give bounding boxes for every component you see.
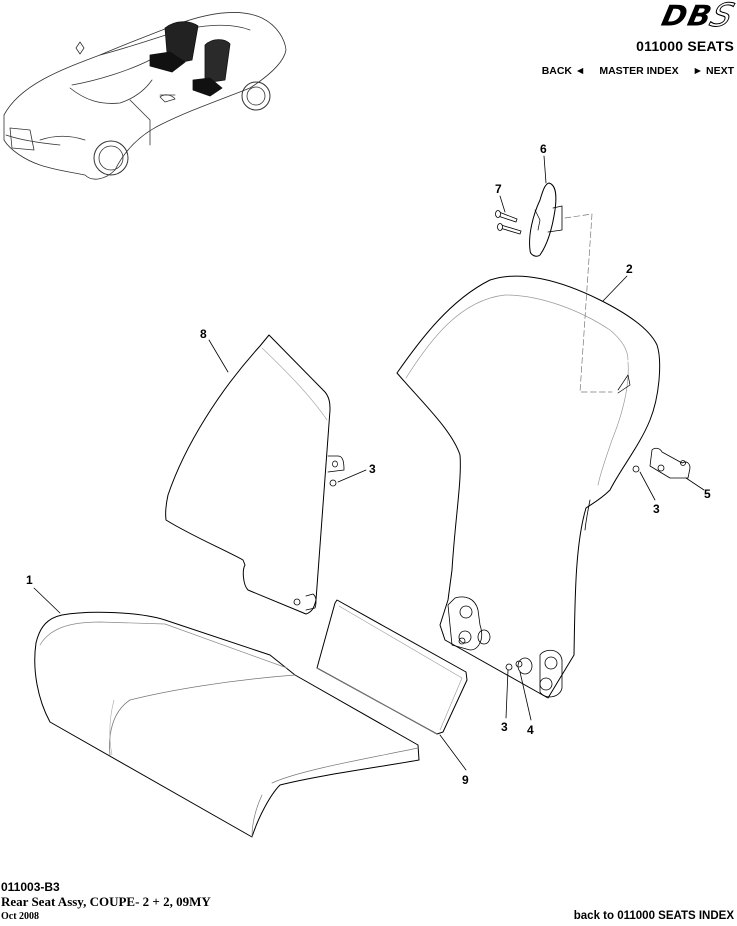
leader-7 xyxy=(499,195,506,213)
master-index-link[interactable]: MASTER INDEX xyxy=(599,65,679,77)
leader-8 xyxy=(208,339,229,373)
callout-3b[interactable]: 3 xyxy=(653,502,660,516)
guide-line xyxy=(564,213,613,393)
diagram-code: 011003-B3 xyxy=(1,880,60,894)
diagram-date: Oct 2008 xyxy=(1,911,40,922)
callout-6[interactable]: 6 xyxy=(540,142,547,156)
leader-2 xyxy=(602,275,628,302)
bracket xyxy=(649,447,691,479)
diagram-description: Rear Seat Assy, COUPE- 2 + 2, 09MY xyxy=(1,894,211,909)
callout-1[interactable]: 1 xyxy=(26,573,33,587)
callout-2[interactable]: 2 xyxy=(626,262,633,276)
bolt xyxy=(632,465,640,473)
back-to-index-link[interactable]: back to 011000 SEATS INDEX xyxy=(573,910,734,922)
callout-3a[interactable]: 3 xyxy=(369,462,376,476)
leader-6 xyxy=(543,155,547,184)
leader-5 xyxy=(685,477,705,491)
callout-8[interactable]: 8 xyxy=(200,327,207,341)
callout-5[interactable]: 5 xyxy=(704,487,711,501)
leader-4 xyxy=(519,671,532,721)
callout-3c[interactable]: 3 xyxy=(501,720,508,734)
seat-cushion xyxy=(34,611,420,838)
side-panel xyxy=(165,334,345,615)
back-link[interactable]: BACK ◄ xyxy=(541,65,586,77)
leader-9 xyxy=(439,734,467,771)
leader-1 xyxy=(33,587,61,614)
seat-back xyxy=(396,275,661,699)
screws xyxy=(495,210,522,235)
leader-3b xyxy=(639,471,656,501)
nav-bar: BACK ◄ MASTER INDEX ► NEXT xyxy=(542,65,734,77)
car-thumbnail xyxy=(3,12,287,180)
callout-4[interactable]: 4 xyxy=(527,723,534,737)
leader-3a xyxy=(337,469,367,483)
next-link[interactable]: ► NEXT xyxy=(692,65,734,77)
section-title: 011000 SEATS xyxy=(636,38,734,54)
callout-9[interactable]: 9 xyxy=(462,773,469,787)
callout-7[interactable]: 7 xyxy=(495,182,502,196)
latch-bezel xyxy=(529,182,563,257)
leader-3c xyxy=(505,669,509,719)
seat-pad xyxy=(316,599,468,735)
